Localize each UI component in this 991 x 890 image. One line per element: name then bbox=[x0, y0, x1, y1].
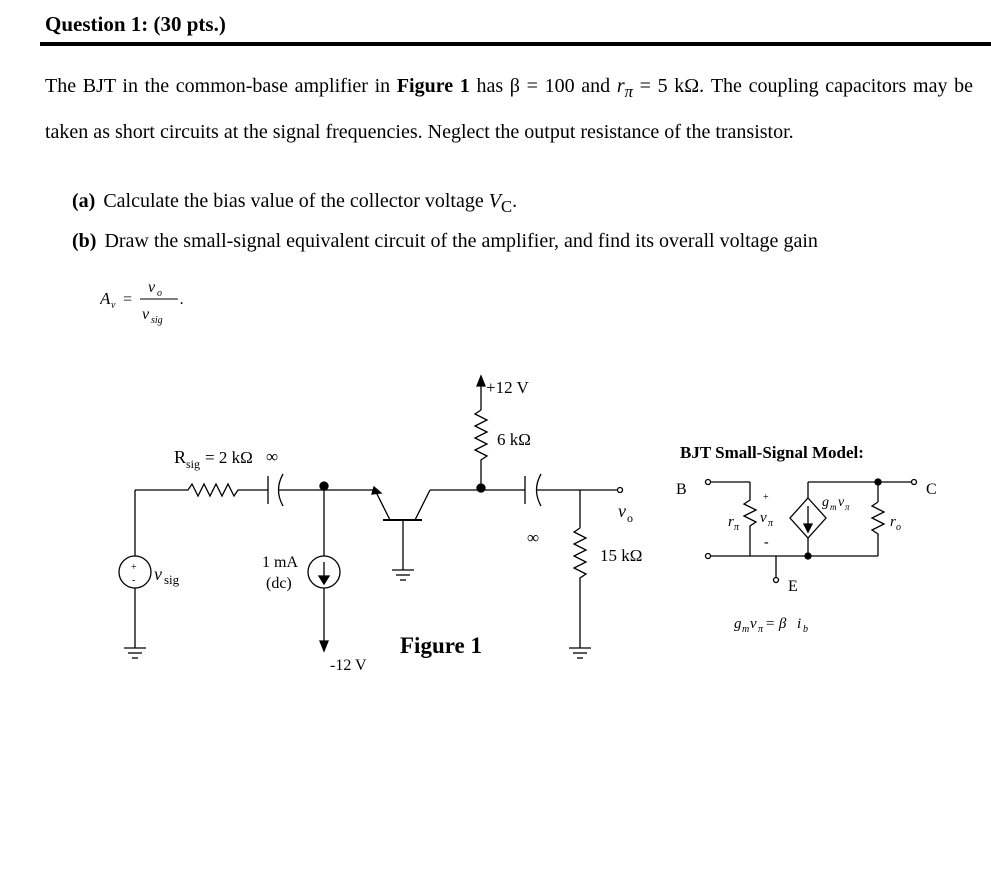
gain-lhs: A bbox=[100, 289, 111, 308]
model-rpi: r bbox=[728, 514, 734, 530]
part-a: (a) Calculate the bias value of the colle… bbox=[72, 190, 517, 217]
intro-text-1: The BJT in the common-base amplifier in bbox=[45, 75, 397, 97]
figure-caption: Figure 1 bbox=[400, 633, 482, 658]
bjt-transistor bbox=[371, 485, 481, 570]
vo-sub: o bbox=[627, 511, 633, 525]
model-title: BJT Small-Signal Model: bbox=[680, 443, 864, 462]
model-vpi: v bbox=[760, 510, 767, 526]
gain-numerator-sub: o bbox=[157, 288, 162, 299]
gain-period: . bbox=[180, 291, 184, 308]
rl-value: 15 kΩ bbox=[600, 546, 642, 565]
model-vpi-plus: + bbox=[763, 492, 769, 503]
part-a-label: (a) bbox=[72, 190, 96, 212]
figure-reference: Figure 1 bbox=[396, 75, 470, 97]
node-b: B bbox=[676, 481, 687, 498]
output-capacitor bbox=[481, 473, 624, 507]
vo-label: v bbox=[618, 501, 626, 521]
title-rule bbox=[40, 42, 991, 46]
intro-text-2: has β = 100 and bbox=[469, 75, 617, 97]
gain-lhs-sub: v bbox=[111, 300, 116, 311]
question-title: Question 1: (30 pts.) bbox=[45, 12, 226, 36]
rsig-label: R bbox=[174, 447, 186, 467]
model-gm-v-sub: π bbox=[845, 502, 850, 512]
eq-gm-sub: m bbox=[742, 624, 749, 635]
cap-out-infinity: ∞ bbox=[527, 528, 539, 547]
vsig-minus: - bbox=[132, 575, 135, 586]
vsig-source bbox=[118, 490, 152, 648]
eq-i-sub: b bbox=[803, 624, 808, 635]
model-ro-sub: o bbox=[896, 522, 901, 533]
ground-load bbox=[569, 647, 591, 659]
eq-mid: = β bbox=[765, 616, 787, 632]
load-resistor bbox=[572, 490, 588, 648]
eq-i: i bbox=[797, 616, 801, 632]
part-b: (b) Draw the small-signal equivalent circ… bbox=[72, 230, 973, 253]
model-gm-sub: m bbox=[830, 502, 837, 512]
isrc-note: (dc) bbox=[266, 575, 292, 592]
model-ro: r bbox=[890, 514, 896, 530]
eq-gm: g bbox=[734, 616, 742, 632]
part-a-end: . bbox=[512, 190, 518, 212]
pos-supply: +12 V bbox=[486, 378, 530, 397]
eq-v: v bbox=[750, 616, 757, 632]
gain-numerator: v bbox=[148, 279, 156, 296]
svg-text:=: = bbox=[122, 291, 133, 308]
vc-symbol: V bbox=[488, 190, 501, 212]
small-signal-model bbox=[704, 478, 918, 584]
neg-supply: -12 V bbox=[330, 657, 367, 674]
part-a-text: Calculate the bias value of the collecto… bbox=[103, 190, 489, 212]
rsig-value: = 2 kΩ bbox=[205, 448, 253, 467]
node-e: E bbox=[788, 578, 798, 595]
vsig-sub: sig bbox=[164, 572, 180, 587]
eq-v-sub: π bbox=[758, 624, 764, 635]
model-vpi-minus: - bbox=[764, 535, 769, 550]
part-b-label: (b) bbox=[72, 230, 97, 252]
input-capacitor bbox=[267, 473, 375, 507]
r-pi-symbol: r bbox=[616, 75, 625, 97]
gain-denominator: v bbox=[142, 306, 150, 323]
vsig-plus: + bbox=[131, 562, 137, 573]
ground-base bbox=[392, 569, 414, 581]
model-gm-v: v bbox=[838, 495, 845, 510]
model-vpi-sub: π bbox=[768, 518, 774, 529]
rsig-resistor bbox=[135, 482, 268, 498]
vc-subscript: C bbox=[500, 197, 513, 216]
rc-resistor bbox=[473, 374, 489, 493]
question-statement: The BJT in the common-base amplifier in … bbox=[45, 66, 973, 153]
node-c: C bbox=[926, 481, 937, 498]
bias-current-source bbox=[307, 481, 341, 653]
model-rpi-sub: π bbox=[734, 522, 740, 533]
rsig-sub: sig bbox=[186, 457, 200, 471]
r-pi-subscript: π bbox=[624, 82, 633, 101]
model-gm: g bbox=[822, 495, 829, 510]
gain-denominator-sub: sig bbox=[151, 315, 163, 326]
vsig-label: v bbox=[154, 564, 162, 584]
gain-formula: A v = v o v sig . bbox=[100, 279, 184, 326]
rc-value: 6 kΩ bbox=[497, 430, 531, 449]
isrc-value: 1 mA bbox=[262, 554, 298, 571]
part-b-text: Draw the small-signal equivalent circuit… bbox=[104, 230, 818, 252]
intro-text-3: = 5 kΩ. The coupling capacitors may be t… bbox=[45, 75, 973, 143]
ground-vsig bbox=[124, 647, 146, 659]
cap-in-infinity: ∞ bbox=[266, 447, 278, 466]
figure-1-diagram: + - v sig R sig = 2 kΩ ∞ 1 mA (dc) -12 V… bbox=[118, 374, 937, 674]
